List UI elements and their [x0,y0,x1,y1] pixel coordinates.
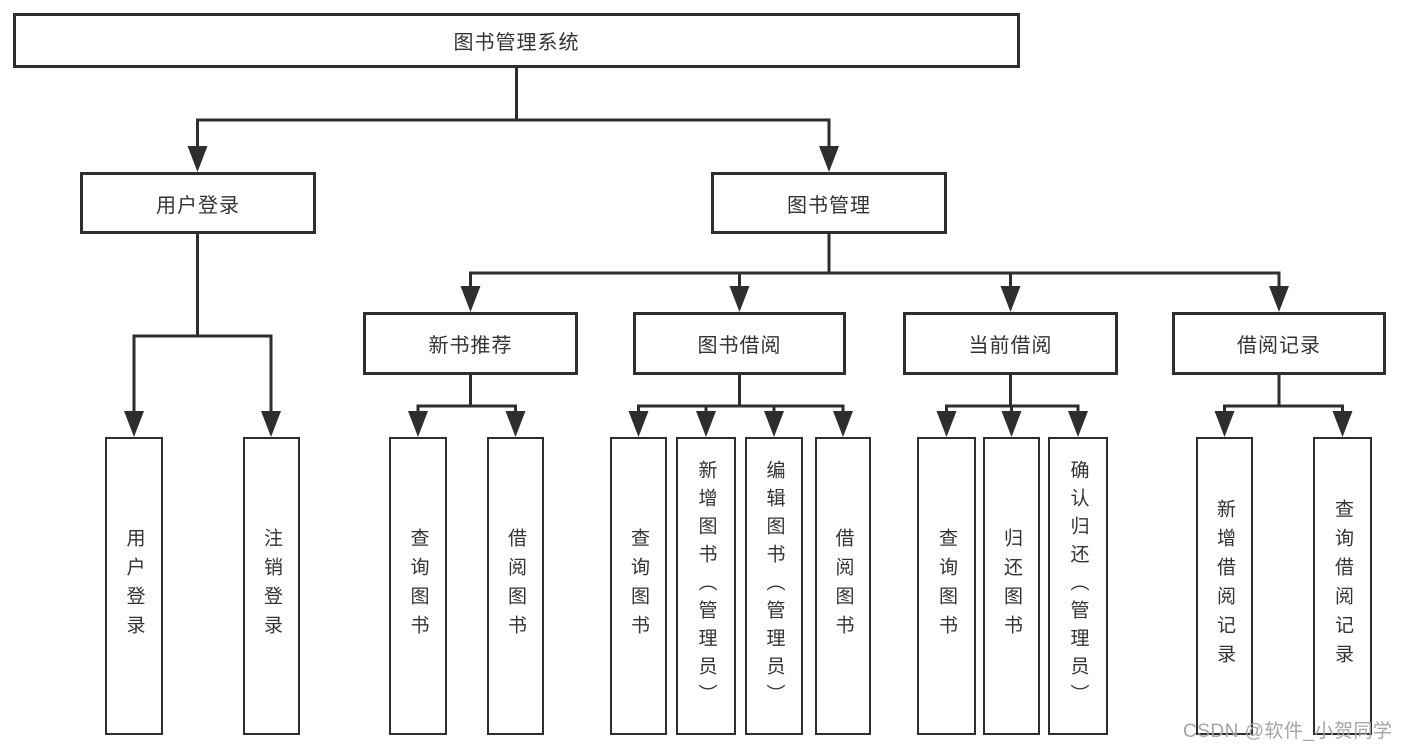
logout-leaf-label: 注销登录 [261,528,282,644]
add-books-admin-box: 新增图书（管理员） [676,437,736,735]
recommend-query-books-label: 查询图书 [407,528,429,644]
user-login-leaf-box: 用户登录 [105,437,163,735]
book-borrowing-label: 图书借阅 [697,335,782,357]
add-borrow-record-box: 新增借阅记录 [1196,437,1253,735]
edit-books-admin-label: 编辑图书（管理员） [763,460,785,712]
book-management-box: 图书管理 [711,172,947,234]
recommend-query-books-box: 查询图书 [389,437,447,735]
new-book-recommend-box: 新书推荐 [363,312,578,375]
borrowing-query-books-label: 查询图书 [628,528,649,644]
user-login-box: 用户登录 [80,172,316,234]
query-borrow-record-label: 查询借阅记录 [1332,499,1353,673]
user-login-label: 用户登录 [156,194,240,217]
query-borrow-record-box: 查询借阅记录 [1313,437,1372,735]
edit-books-admin-box: 编辑图书（管理员） [745,437,803,735]
book-management-label: 图书管理 [787,194,871,217]
root-label: 图书管理系统 [453,32,580,54]
borrow-records-box: 借阅记录 [1172,312,1386,375]
root-box-library-management-system: 图书管理系统 [13,13,1020,68]
confirm-return-admin-label: 确认归还（管理员） [1067,460,1089,712]
recommend-borrow-books-label: 借阅图书 [505,528,526,644]
new-book-recommend-label: 新书推荐 [428,335,513,357]
add-books-admin-label: 新增图书（管理员） [695,460,717,712]
return-books-label: 归还图书 [1001,528,1022,644]
current-query-books-label: 查询图书 [936,528,957,644]
confirm-return-admin-box: 确认归还（管理员） [1048,437,1108,735]
borrowing-query-books-box: 查询图书 [610,437,667,735]
book-borrowing-box: 图书借阅 [633,312,846,375]
add-borrow-record-label: 新增借阅记录 [1214,499,1235,673]
csdn-watermark: CSDN @软件_小贺同学 [1183,721,1393,742]
recommend-borrow-books-box: 借阅图书 [487,437,544,735]
current-borrowing-label: 当前借阅 [968,335,1053,357]
borrowing-borrow-books-label: 借阅图书 [832,528,854,644]
user-login-leaf-label: 用户登录 [123,528,145,644]
logout-leaf-box: 注销登录 [243,437,300,735]
current-borrowing-box: 当前借阅 [903,312,1118,375]
borrow-records-label: 借阅记录 [1237,335,1321,357]
current-query-books-box: 查询图书 [917,437,976,735]
return-books-box: 归还图书 [983,437,1040,735]
borrowing-borrow-books-box: 借阅图书 [815,437,871,735]
